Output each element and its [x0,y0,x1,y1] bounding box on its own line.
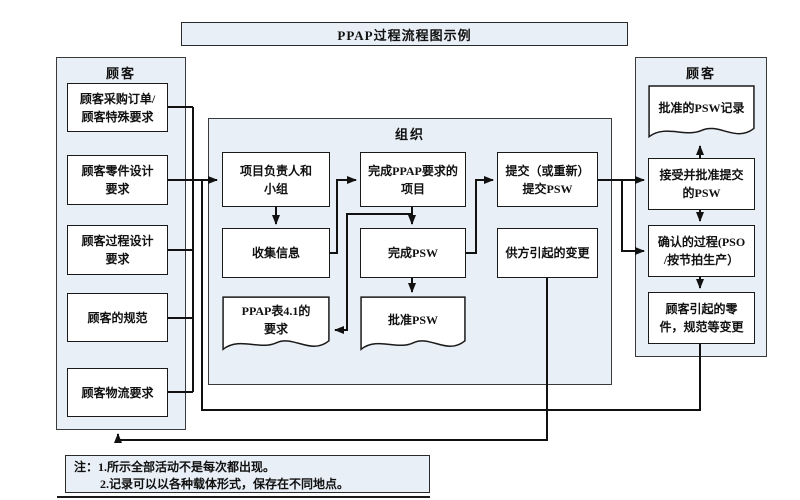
box-customer-specification: 顾客的规范 [67,293,168,342]
note-line-2: 2.记录可以以各种载体形式，保存在不同地点。 [100,477,350,492]
box-customer-part-design: 顾客零件设计 要求 [67,155,168,205]
doc-label: PPAP表4.1的 要求 [241,303,311,336]
right-panel-header: 顾客 [685,66,716,81]
box-customer-process-design: 顾客过程设计 要求 [67,225,168,275]
box-confirmed-process: 确认的过程(PSO /按节拍生产） [648,225,755,277]
cropped-element-edge [57,496,430,498]
box-submit-psw: 提交（或重新） 提交PSW [497,152,598,207]
box-accept-approve-psw: 接受并批准提交 的PSW [648,158,755,210]
doc-approved-psw-record: 批准的PSW记录 [648,85,755,147]
left-panel-header: 顾客 [105,66,136,81]
box-complete-psw: 完成PSW [360,228,466,278]
doc-ppap-form-requirements: PPAP表4.1的 要求 [222,296,330,360]
doc-approve-psw: 批准PSW [360,296,466,360]
organization-panel-header: 组织 [394,127,425,142]
note-box: 注：1.所示全部活动不是每次都出现。 2.记录可以以各种载体形式，保存在不同地点… [65,455,430,493]
box-customer-purchase-order: 顾客采购订单/ 顾客特殊要求 [67,83,168,132]
box-project-leader-team: 项目负责人和 小组 [222,152,330,207]
note-line-1: 注：1.所示全部活动不是每次都出现。 [74,460,276,474]
box-customer-logistics: 顾客物流要求 [67,368,168,417]
box-collect-information: 收集信息 [222,228,330,278]
diagram-title: PPAP过程流程图示例 [181,22,628,46]
box-customer-change: 顾客引起的零 件，规范等变更 [648,292,755,344]
box-supplier-change: 供方引起的变更 [497,228,598,278]
doc-label: 批准的PSW记录 [658,101,745,116]
box-complete-ppap-items: 完成PPAP要求的 项目 [360,152,466,207]
doc-label: 批准PSW [387,312,438,327]
document-shape [648,85,755,147]
